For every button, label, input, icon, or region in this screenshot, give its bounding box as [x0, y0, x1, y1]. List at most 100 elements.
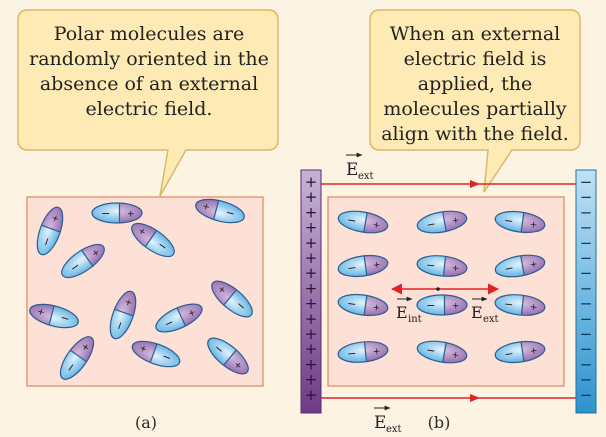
svg-text:−: − — [59, 311, 71, 326]
svg-text:+: + — [451, 264, 460, 275]
label-e-ext-top: E ext — [346, 152, 374, 182]
svg-text:+: + — [373, 347, 382, 358]
e-ext-bottom-symbol: E — [374, 413, 386, 433]
svg-text:+: + — [529, 260, 538, 271]
molecules-panel-a: −+−+−+−+−+−+−+−+−+−+−+−+ — [29, 198, 253, 380]
svg-text:+: + — [451, 216, 460, 227]
polar-molecule: −+ — [337, 341, 389, 363]
plus-sign: + — [305, 234, 318, 252]
svg-text:+: + — [137, 225, 149, 238]
label-e-int: E int — [396, 296, 422, 325]
svg-text:+: + — [372, 260, 381, 271]
polar-molecule: −+ — [211, 280, 253, 318]
bubble-b-text: When an external electric field is appli… — [381, 23, 569, 145]
plus-sign: + — [305, 249, 318, 267]
minus-sign: − — [580, 203, 593, 221]
polar-molecule: −+ — [337, 293, 389, 317]
polar-molecule: −+ — [131, 340, 181, 368]
e-int-symbol: E — [396, 303, 408, 322]
negative-plate — [575, 169, 597, 414]
e-ext-middle-symbol: E — [471, 303, 483, 322]
plus-sign: + — [305, 203, 318, 221]
minus-sign: − — [580, 264, 593, 282]
polar-molecule: −+ — [416, 255, 468, 277]
svg-text:−: − — [425, 258, 436, 272]
minus-sign: − — [580, 310, 593, 328]
field-origin-dot — [436, 287, 440, 291]
caption-b: (b) — [427, 413, 451, 432]
plus-sign: + — [305, 173, 318, 191]
svg-text:+: + — [529, 346, 538, 357]
plus-sign: + — [305, 264, 318, 282]
plus-sign: + — [305, 340, 318, 358]
svg-text:+: + — [123, 297, 135, 308]
polar-molecule: −+ — [337, 254, 389, 278]
svg-text:−: − — [346, 297, 357, 311]
minus-sign: − — [580, 325, 593, 343]
plus-sign: + — [305, 188, 318, 206]
polar-molecule: −+ — [155, 303, 203, 333]
svg-text:+: + — [127, 210, 135, 220]
svg-text:−: − — [39, 235, 54, 248]
polar-molecule: −+ — [109, 290, 137, 340]
svg-text:−: − — [160, 350, 173, 365]
plus-sign: + — [305, 325, 318, 343]
label-e-ext-bottom: E ext — [374, 405, 402, 435]
minus-sign: − — [580, 279, 593, 297]
polar-molecule: −+ — [195, 198, 245, 224]
minus-sign: − — [580, 249, 593, 267]
svg-text:−: − — [503, 214, 514, 228]
svg-text:−: − — [224, 206, 236, 221]
svg-text:+: + — [529, 303, 538, 314]
minus-sign: − — [580, 234, 593, 252]
label-e-ext-middle: E ext — [471, 296, 499, 325]
bubble-a-text: Polar molecules are randomly oriented in… — [29, 23, 269, 120]
plus-sign: + — [305, 219, 318, 237]
speech-bubble-b — [369, 9, 581, 193]
polar-molecule: −+ — [416, 294, 468, 316]
polar-molecule: −+ — [494, 210, 546, 234]
e-ext-top-subscript: ext — [358, 171, 374, 182]
polar-molecule: −+ — [494, 294, 546, 316]
minus-sign: − — [580, 386, 593, 404]
polar-molecule: −+ — [131, 222, 175, 258]
polar-molecule: −+ — [29, 303, 79, 329]
svg-text:+: + — [452, 302, 460, 312]
svg-text:+: + — [372, 220, 381, 231]
negative-plate-signs: −−−−−−−−−−−−−−− — [580, 173, 593, 404]
polar-molecule: −+ — [61, 243, 105, 279]
svg-text:−: − — [503, 261, 514, 275]
polar-molecule: −+ — [91, 202, 143, 224]
polar-molecule: −+ — [207, 337, 249, 375]
minus-sign: − — [580, 340, 593, 358]
positive-plate — [300, 169, 322, 414]
svg-text:−: − — [101, 207, 110, 220]
svg-text:−: − — [426, 299, 435, 312]
svg-text:−: − — [425, 343, 436, 357]
plus-sign: + — [305, 295, 318, 313]
molecules-panel-b: −+−+−+−+−+−+−+−+−+−+−+−+ — [337, 210, 546, 364]
e-int-subscript: int — [408, 314, 422, 325]
polar-molecule: −+ — [416, 340, 468, 364]
positive-plate-signs: +++++++++++++++ — [305, 173, 318, 404]
svg-text:−: − — [347, 347, 358, 361]
minus-sign: − — [580, 355, 593, 373]
plus-sign: + — [305, 386, 318, 404]
polar-molecule: −+ — [59, 336, 95, 380]
plus-sign: + — [305, 355, 318, 373]
polar-molecule: −+ — [337, 210, 389, 234]
svg-text:−: − — [425, 217, 436, 231]
minus-sign: − — [580, 371, 593, 389]
svg-text:+: + — [50, 213, 62, 224]
minus-sign: − — [580, 188, 593, 206]
svg-text:+: + — [138, 342, 149, 354]
plus-sign: + — [305, 310, 318, 328]
field-line-bottom-arrow — [470, 394, 480, 402]
minus-sign: − — [580, 219, 593, 237]
svg-text:+: + — [80, 342, 93, 354]
svg-text:+: + — [201, 200, 211, 212]
speech-bubble-a — [17, 9, 279, 197]
polar-molecule: −+ — [36, 206, 64, 256]
